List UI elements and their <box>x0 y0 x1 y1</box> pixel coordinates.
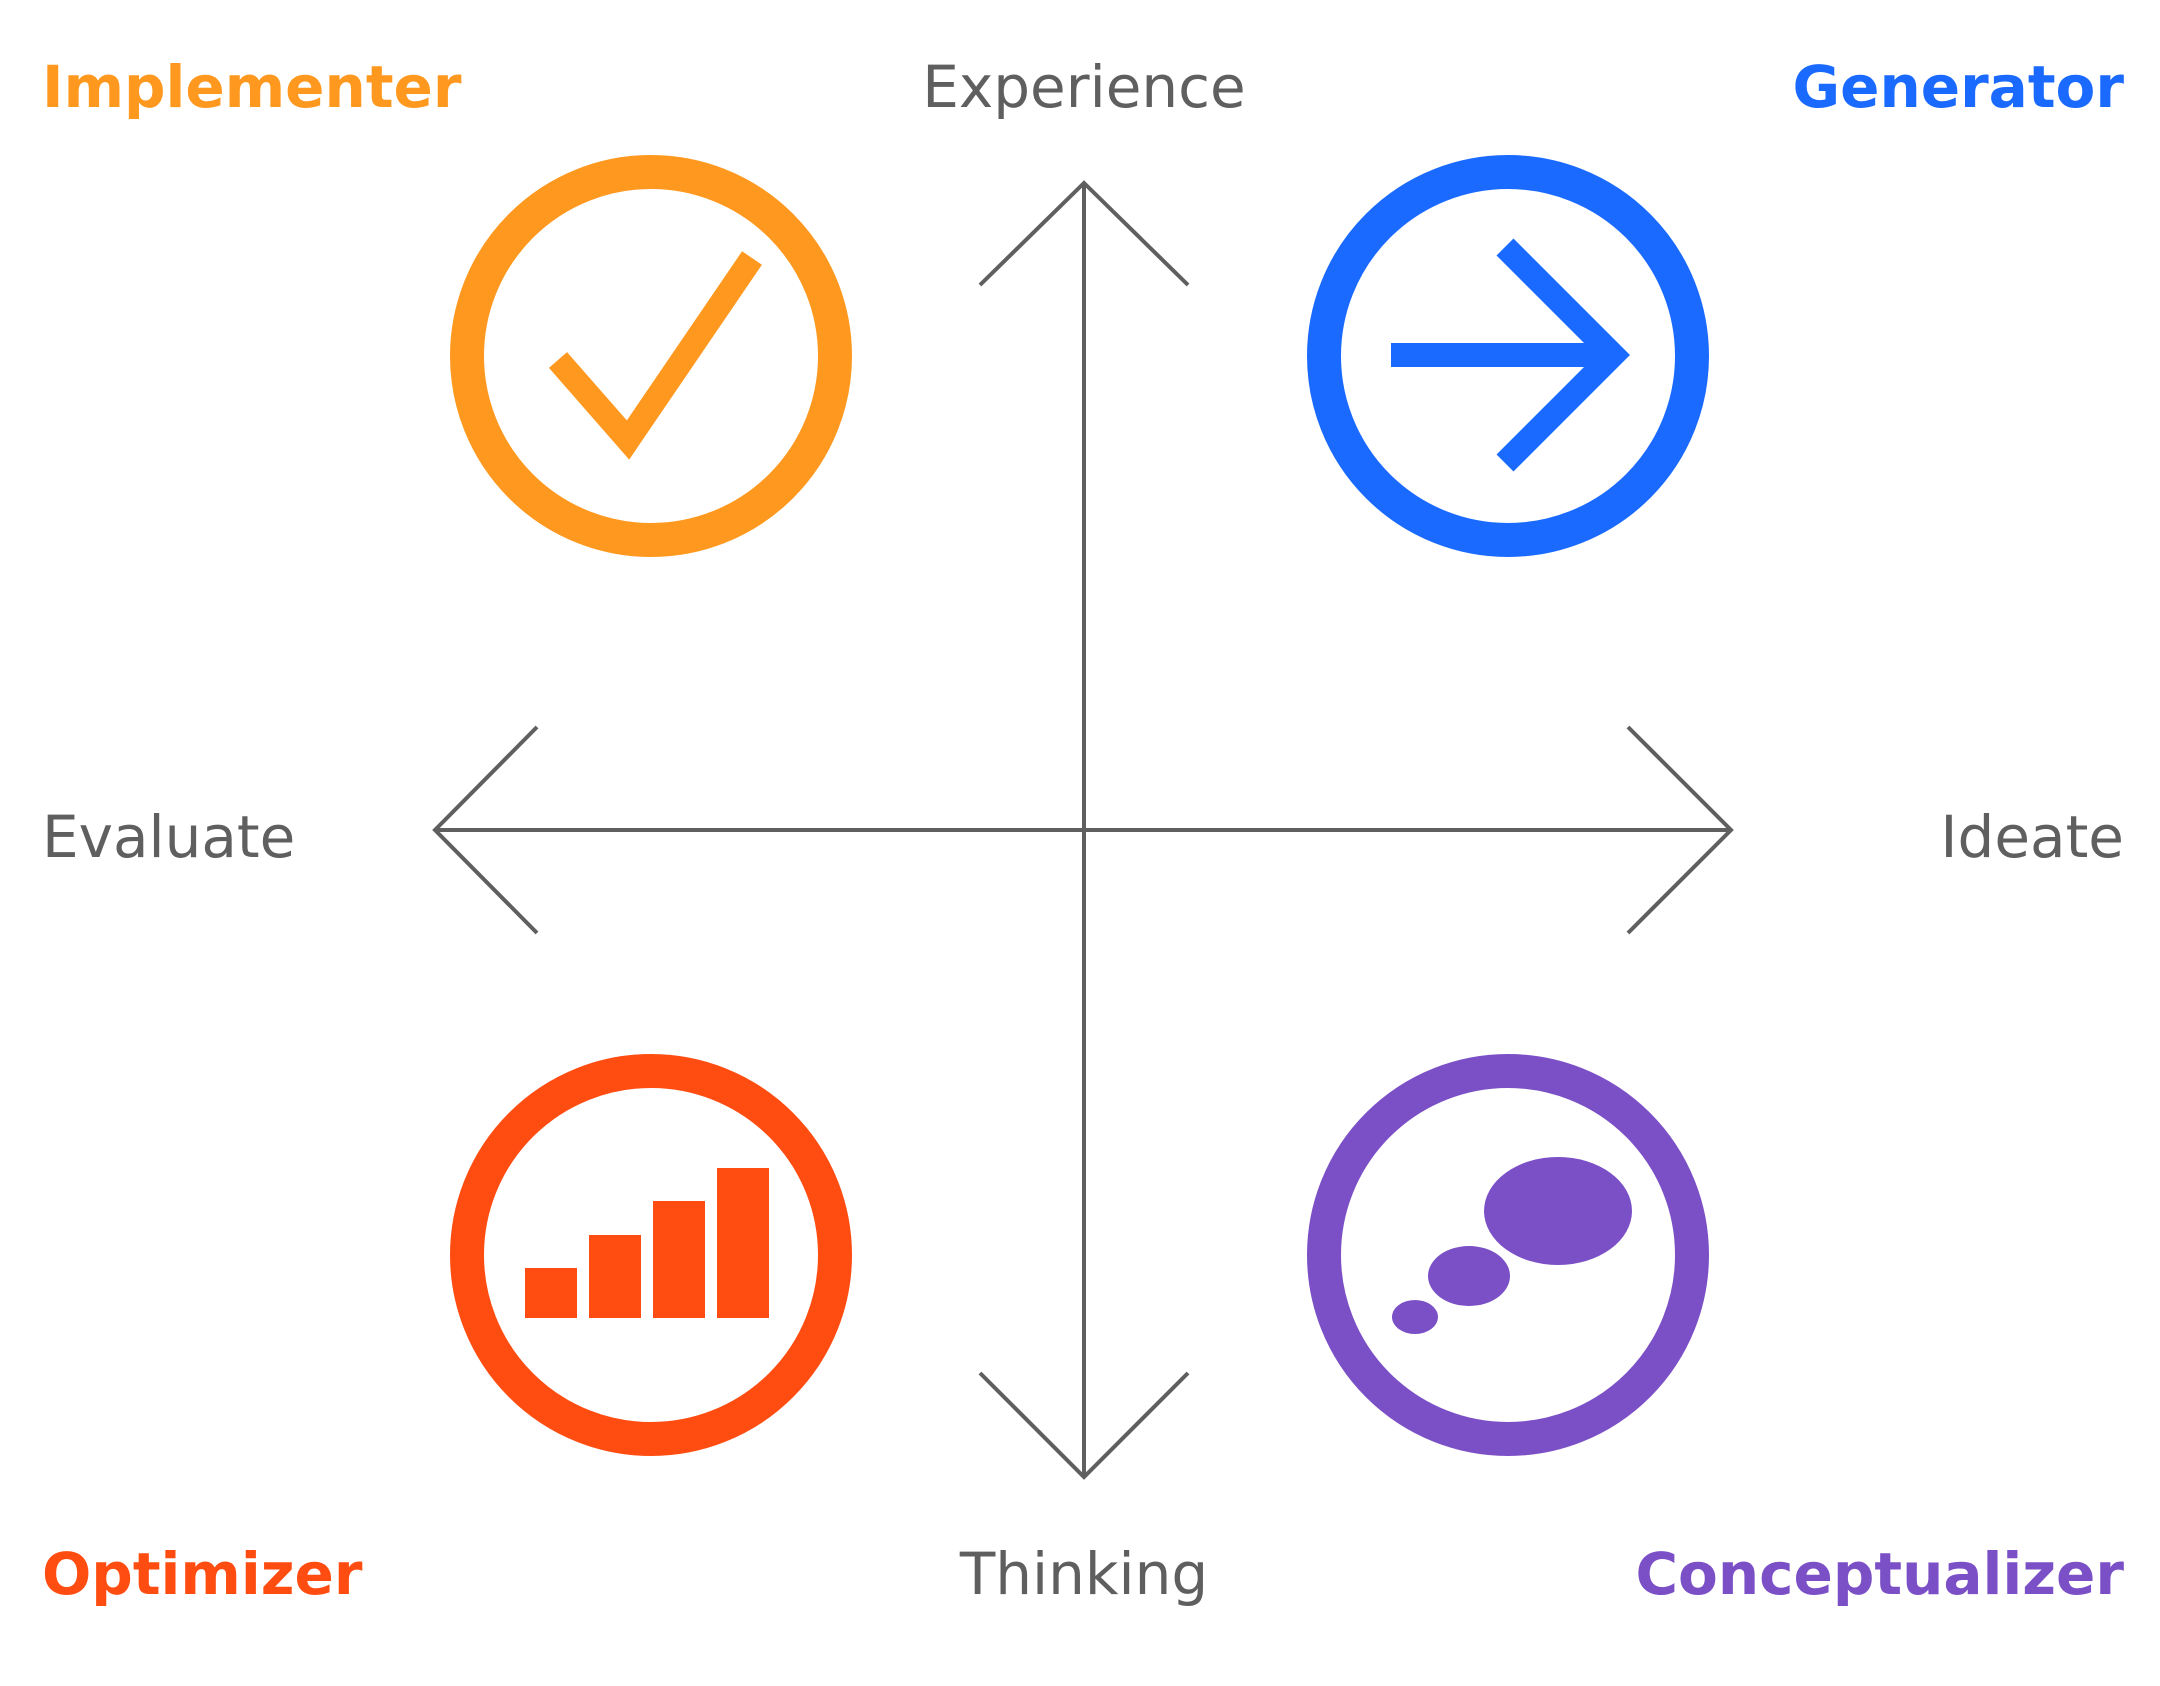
optimizer-label: Optimizer <box>42 1540 363 1608</box>
generator-badge <box>1307 155 1709 557</box>
axis-label-experience: Experience <box>922 53 1246 121</box>
conceptualizer-badge <box>1307 1054 1709 1456</box>
generator-circle <box>1307 155 1709 557</box>
implementer-badge <box>450 155 852 557</box>
axis-label-evaluate: Evaluate <box>42 803 296 871</box>
thought-bubble-icon <box>1392 1157 1632 1334</box>
arrow-right-icon <box>1391 238 1630 472</box>
conceptualizer-circle <box>1307 1054 1709 1456</box>
axis-label-thinking: Thinking <box>959 1540 1209 1608</box>
implementer-circle <box>450 155 852 557</box>
conceptualizer-label: Conceptualizer <box>1635 1540 2124 1608</box>
axis-label-ideate: Ideate <box>1940 803 2124 871</box>
arrow-down-icon <box>978 1371 1190 1480</box>
bar-chart-icon <box>525 1168 769 1318</box>
axes <box>432 180 1734 1480</box>
generator-label: Generator <box>1792 53 2125 121</box>
arrow-left-icon <box>432 725 539 935</box>
checkmark-icon <box>548 251 762 460</box>
arrow-up-icon <box>978 180 1190 287</box>
optimizer-circle <box>450 1054 852 1456</box>
implementer-label: Implementer <box>42 53 462 121</box>
arrow-right-icon <box>1626 725 1734 935</box>
optimizer-badge <box>450 1054 852 1456</box>
